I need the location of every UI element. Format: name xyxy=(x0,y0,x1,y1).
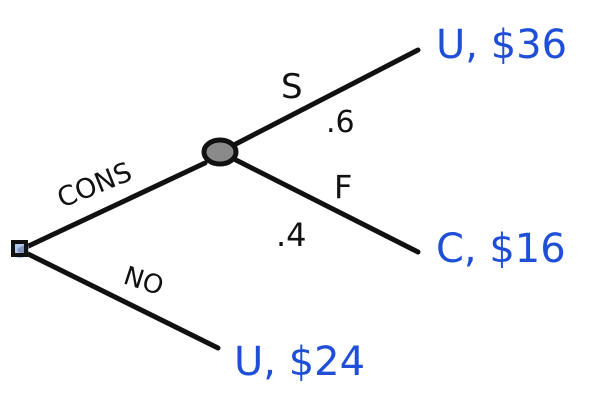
branch-line-no xyxy=(17,247,221,351)
branch-label-cons: CONS xyxy=(53,157,136,215)
probability-label-s: .6 xyxy=(326,105,355,140)
branch-line-f xyxy=(229,155,421,255)
branch-line-cons xyxy=(17,160,208,253)
probability-label-f: .4 xyxy=(276,216,307,254)
branch-label-f: F xyxy=(334,168,352,206)
decision-node xyxy=(11,240,28,257)
branch-label-s: S xyxy=(281,67,303,107)
branch-line-s xyxy=(227,47,421,150)
branch-label-no: NO xyxy=(120,261,167,302)
chance-node xyxy=(201,137,239,167)
outcome-middle: C, $16 xyxy=(436,226,566,272)
outcome-top: U, $36 xyxy=(436,22,567,68)
outcome-bottom: U, $24 xyxy=(234,339,365,385)
